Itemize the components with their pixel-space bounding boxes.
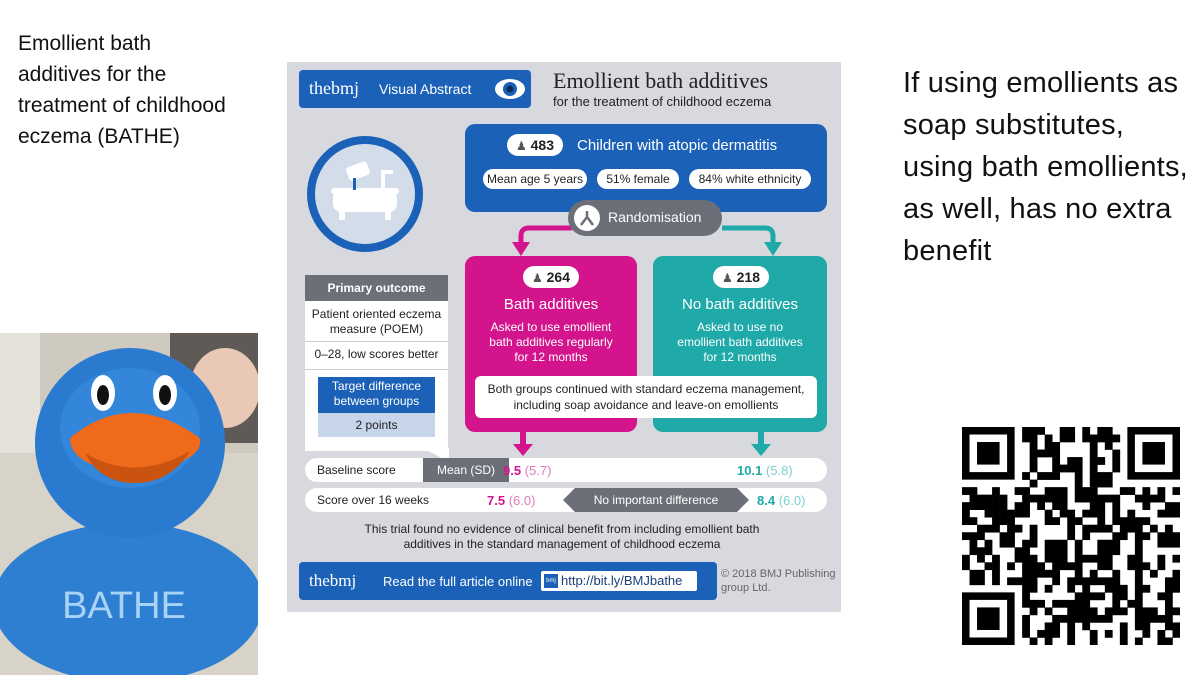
infographic-subtitle: for the treatment of childhood eczema	[553, 94, 772, 109]
population-label: Children with atopic dermatitis	[577, 137, 778, 154]
qr-code-image	[962, 427, 1181, 646]
arm-a-down-arrow	[513, 432, 533, 456]
bathtub-icon	[331, 161, 399, 220]
week16-label: Score over 16 weeks	[317, 493, 430, 507]
both-groups-note: Both groups continued with standard ecze…	[475, 376, 817, 418]
duck-photo: BATHE	[0, 333, 258, 675]
baseline-row: Baseline score Mean (SD) 9.5 (5.7) 10.1 …	[305, 458, 827, 482]
baseline-a-value: 9.5	[503, 463, 522, 478]
baseline-arm-b: 10.1 (5.8)	[737, 463, 793, 478]
footer-bar: thebmj Read the full article online bmj …	[299, 562, 717, 600]
primary-outcome-measure: Patient oriented eczema measure (POEM)	[311, 307, 442, 336]
person-icon: ♟	[531, 271, 543, 285]
person-icon: ♟	[515, 139, 527, 153]
arm-b-description: Asked to use no emollient bath additives…	[677, 320, 803, 364]
stat-ethnicity: 84% white ethnicity	[689, 169, 811, 189]
week16-row: Score over 16 weeks 7.5 (6.0) No importa…	[305, 488, 827, 512]
week16-arm-b: 8.4 (6.0)	[757, 493, 805, 508]
baseline-b-value: 10.1	[737, 463, 763, 478]
bathtub-badge	[307, 136, 423, 252]
target-difference-label: Target difference between groups	[318, 377, 435, 413]
primary-outcome-scale: 0–28, low scores better	[314, 347, 439, 361]
week16-b-value: 8.4	[757, 493, 776, 508]
randomisation-arrows	[512, 225, 782, 256]
randomisation-pill: Randomisation	[568, 200, 722, 236]
rubber-duck-image: BATHE	[0, 333, 258, 675]
bmj-logo: thebmj	[309, 78, 359, 98]
randomisation-label: Randomisation	[608, 209, 702, 225]
population-count: 483	[530, 137, 554, 153]
no-difference-label: No important difference	[593, 493, 719, 507]
footer-read-label: Read the full article online	[383, 574, 533, 589]
target-difference-value: 2 points	[318, 413, 435, 437]
week16-arm-a: 7.5 (6.0)	[487, 493, 535, 508]
visual-abstract: thebmj Visual Abstract Emollient bath ad…	[287, 62, 841, 612]
copyright: © 2018 BMJ Publishing group Ltd.	[721, 568, 836, 594]
arm-b-count: 218	[736, 269, 760, 285]
arm-b-down-arrow	[751, 432, 771, 456]
baseline-b-sd: (5.8)	[765, 463, 793, 478]
stat-female: 51% female	[597, 169, 679, 189]
bmj-link-icon: bmj	[544, 574, 558, 588]
infographic-title: Emollient bath additives	[553, 68, 769, 93]
arm-a-count-pill: ♟ 264	[523, 266, 579, 288]
duck-label: BATHE	[62, 585, 186, 627]
no-difference-banner	[563, 488, 749, 512]
arm-a-name: Bath additives	[503, 296, 599, 313]
population-count-pill: ♟ 483	[507, 134, 563, 156]
qr-code[interactable]	[962, 427, 1181, 646]
arm-b-name: No bath additives	[682, 296, 798, 313]
left-caption: Emollient bath additives for the treatme…	[18, 32, 226, 148]
primary-outcome-header: Primary outcome	[305, 275, 448, 301]
split-icon	[574, 205, 600, 231]
population-box: ♟ 483 Children with atopic dermatitis Me…	[465, 124, 827, 212]
bmj-badge: thebmj Visual Abstract	[299, 70, 531, 108]
stat-age: Mean age 5 years	[483, 169, 587, 189]
conclusion: This trial found no evidence of clinical…	[364, 522, 760, 551]
baseline-label: Baseline score	[317, 463, 396, 477]
week16-b-sd: (6.0)	[778, 493, 806, 508]
baseline-a-sd: (5.7)	[524, 463, 552, 478]
article-link[interactable]: bmj http://bit.ly/BMJbathe	[541, 571, 697, 591]
baseline-arm-a: 9.5 (5.7)	[503, 463, 551, 478]
eye-icon	[495, 79, 525, 99]
week16-a-value: 7.5	[487, 493, 506, 508]
arm-a-count: 264	[546, 269, 570, 285]
article-url[interactable]: http://bit.ly/BMJbathe	[561, 573, 683, 588]
person-icon: ♟	[721, 271, 733, 285]
primary-outcome-box: Primary outcome Patient oriented eczema …	[305, 275, 448, 451]
arm-b-count-pill: ♟ 218	[713, 266, 769, 288]
mean-sd-tag: Mean (SD)	[423, 458, 509, 482]
footer-bmj-logo: thebmj	[309, 571, 357, 590]
arm-a-description: Asked to use emollient bath additives re…	[489, 320, 613, 364]
right-caption: If using emollients as soap substitutes,…	[903, 67, 1188, 267]
visual-abstract-label: Visual Abstract	[379, 81, 472, 97]
week16-a-sd: (6.0)	[508, 493, 536, 508]
